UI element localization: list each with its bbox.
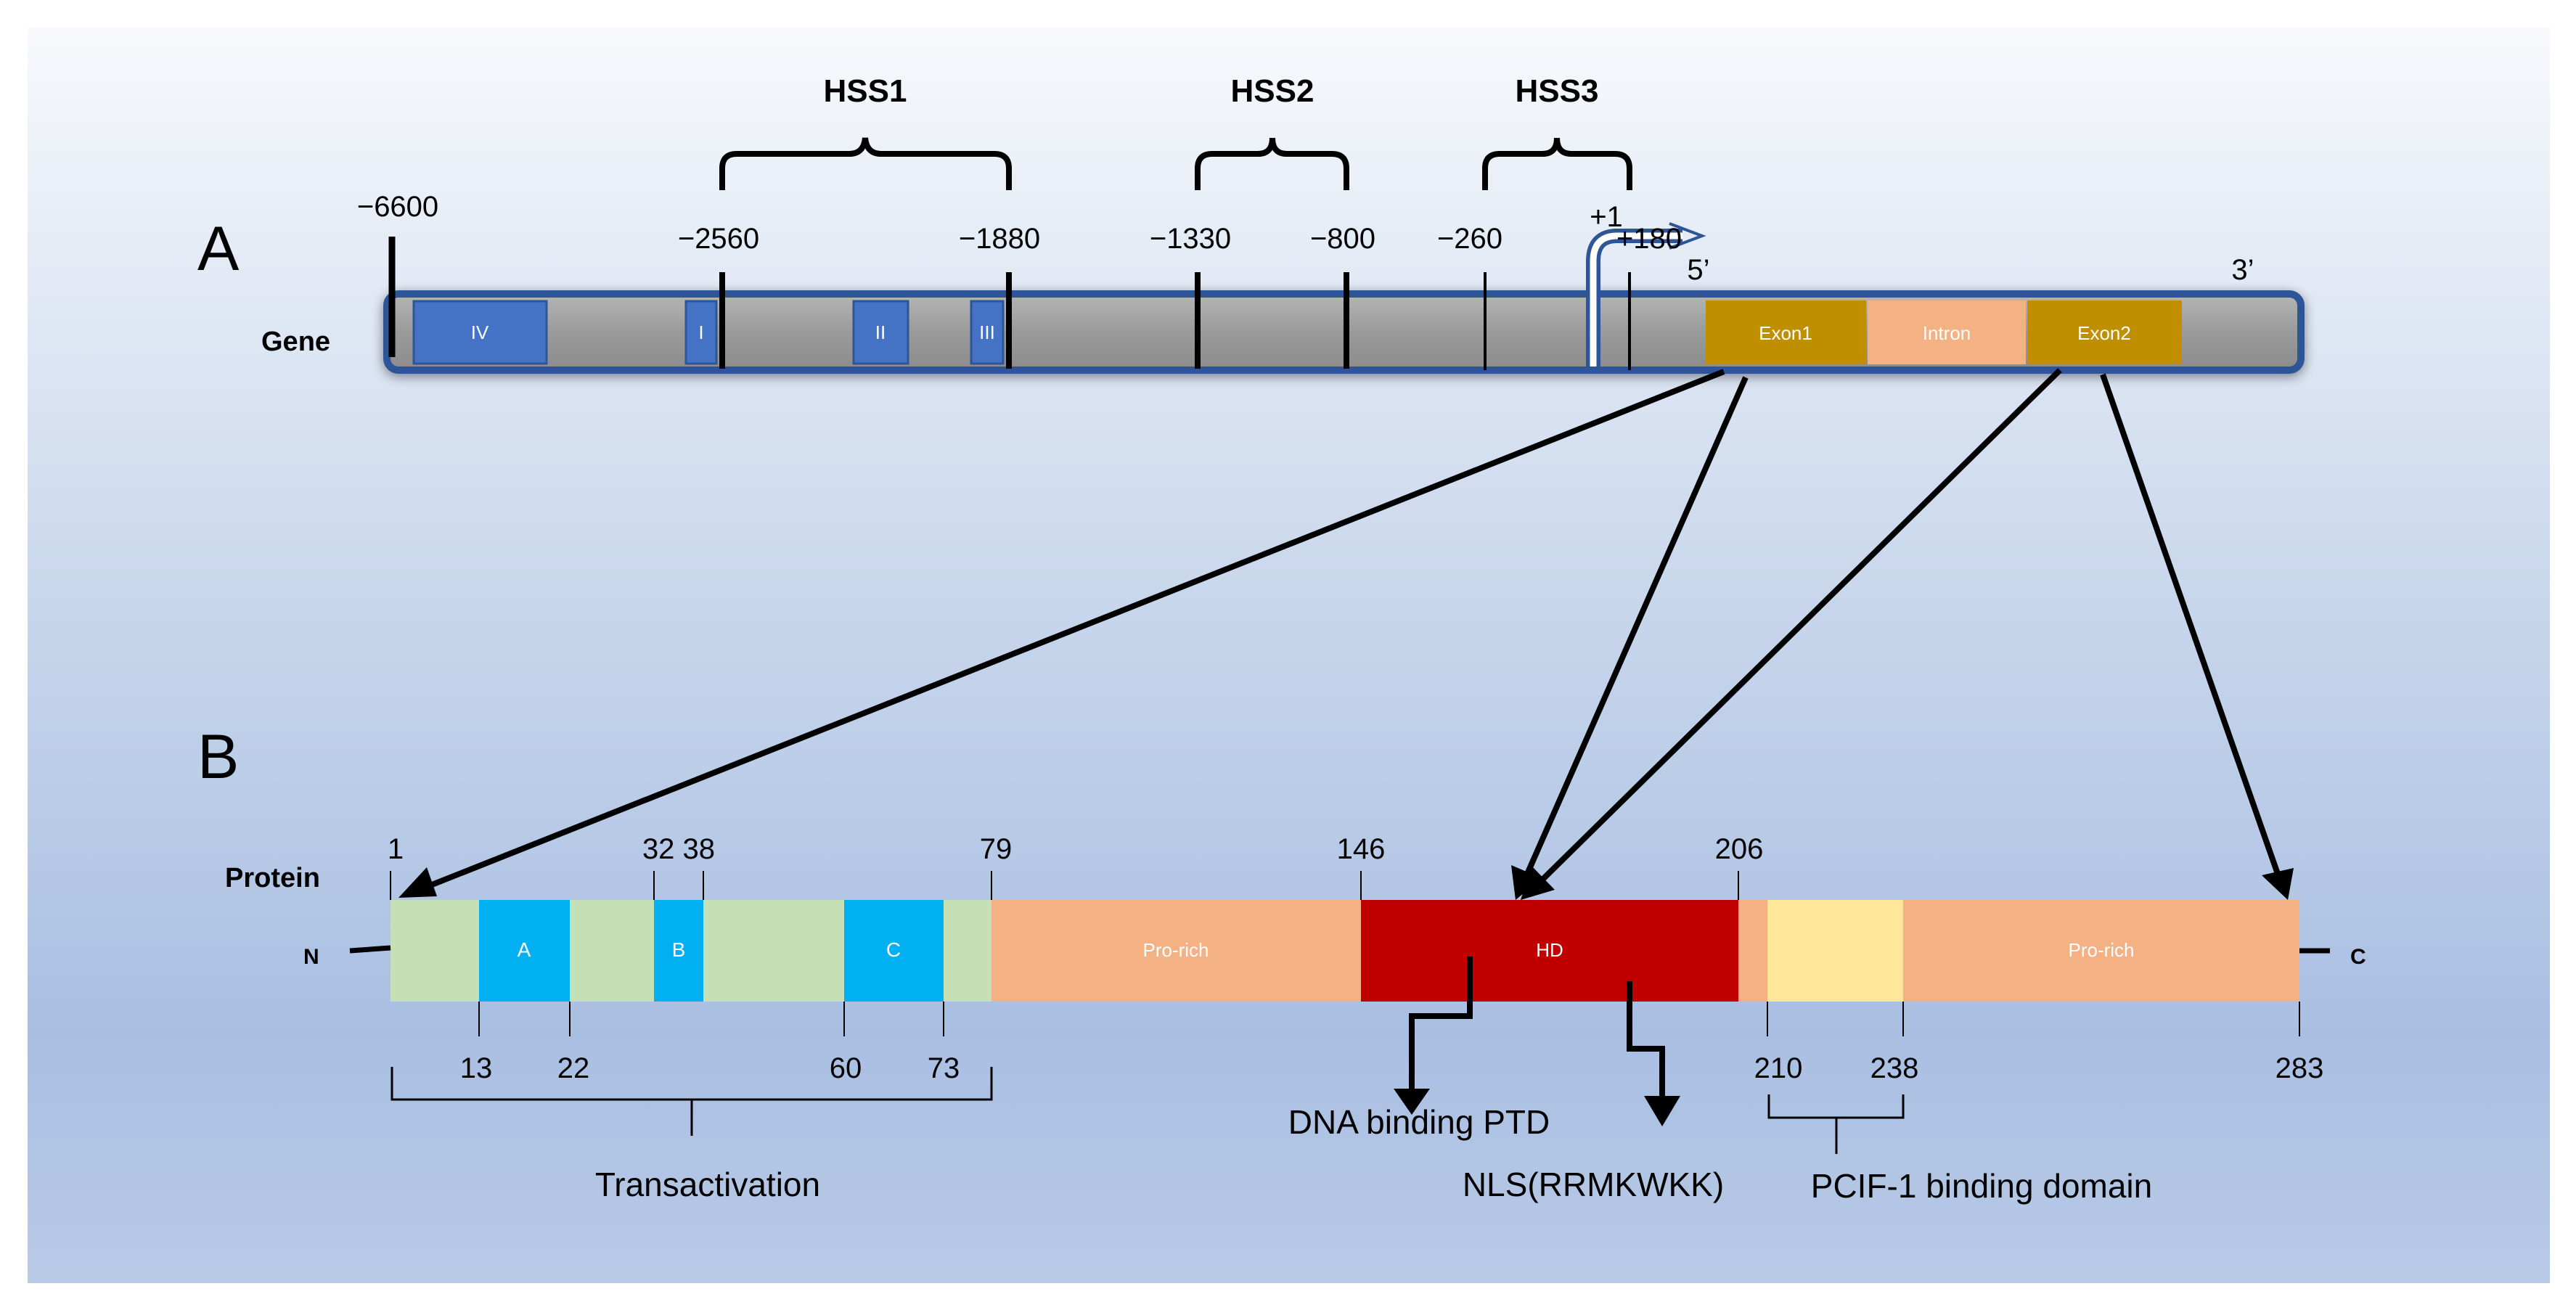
- hss1-label: HSS1: [824, 73, 907, 109]
- protein-pos-210: 210: [1754, 1052, 1803, 1084]
- linker-box: [1738, 900, 1767, 1002]
- gene-row-label: Gene: [261, 327, 330, 357]
- gene-box-ii: [852, 300, 909, 365]
- gene-box-i: [684, 300, 718, 365]
- domain-c-label: C: [886, 938, 901, 961]
- intron-label: Intron: [1923, 322, 1971, 344]
- mapping-arrow-exon2-to-hd: [1540, 368, 2062, 882]
- gene-pos-hss1-start: −2560: [678, 223, 759, 255]
- mapping-arrow-exon2-to-c: [2100, 373, 2281, 875]
- panel-a-letter: A: [197, 214, 240, 284]
- domain-b-label: B: [672, 938, 686, 961]
- protein-pos-283: 283: [2276, 1052, 2324, 1084]
- exon2-label: Exon2: [2077, 322, 2131, 344]
- mapping-arrow-exon1-to-hd: [1525, 376, 1749, 874]
- protein-row-label: Protein: [225, 863, 320, 893]
- pcif-label: PCIF-1 binding domain: [1811, 1167, 2152, 1205]
- c-terminus-label: C: [2350, 945, 2366, 969]
- panel-b-letter: B: [197, 722, 239, 792]
- gene-box-iv: [412, 300, 548, 365]
- gene-pos-upstream: −6600: [357, 191, 438, 223]
- hss1-brace: [719, 137, 1012, 190]
- gene-pos-hss1-end: −1880: [959, 223, 1040, 255]
- domain-b-box: [654, 900, 703, 1002]
- hss2-brace: [1195, 137, 1349, 190]
- exon1-label: Exon1: [1759, 322, 1812, 344]
- hss2-label: HSS2: [1231, 73, 1314, 109]
- hd-box: [1361, 900, 1738, 1002]
- pro-rich-2-label: Pro-rich: [2068, 939, 2134, 961]
- dna-binding-arrow: [1409, 957, 1473, 1090]
- dna-binding-label: DNA binding PTD: [1288, 1103, 1550, 1141]
- pro-rich-1-box: [991, 900, 1361, 1002]
- gene-box-iii-label: III: [979, 322, 995, 343]
- hss3-brace: [1482, 137, 1632, 190]
- pro-rich-1-label: Pro-rich: [1142, 939, 1209, 961]
- protein-pos-73: 73: [928, 1052, 960, 1084]
- protein-pos-146: 146: [1337, 833, 1386, 865]
- gene-box-ii-label: II: [875, 322, 886, 343]
- background-panel: [28, 28, 2550, 1283]
- gene-box-iii: [970, 300, 1005, 365]
- gene-pos-hss3-end: +180: [1616, 223, 1682, 255]
- gene-five-prime: 5’: [1687, 254, 1709, 286]
- n-terminus-line: [349, 945, 391, 954]
- n-terminus-label: N: [303, 945, 319, 969]
- exon1-box: [1706, 300, 1866, 364]
- protein-pos-79: 79: [980, 833, 1013, 865]
- mapping-arrow-exon1-to-n: [420, 369, 1725, 892]
- protein-pos-22: 22: [557, 1052, 590, 1084]
- protein-pos-1: 1: [388, 833, 404, 865]
- intron-box: [1868, 300, 2026, 364]
- exon2-box: [2027, 300, 2182, 364]
- pro-rich-2-box: [1903, 900, 2299, 1002]
- gene-box-iv-label: IV: [471, 322, 489, 343]
- domain-a-label: A: [518, 938, 531, 961]
- protein-pos-13: 13: [460, 1052, 493, 1084]
- protein-pos-32-38: 32 38: [642, 833, 715, 865]
- gene-pos-tss: +1: [1590, 201, 1623, 233]
- hd-label: HD: [1536, 939, 1563, 961]
- gene-pos-hss2-end: −800: [1310, 223, 1375, 255]
- gene-pos-hss2-start: −1330: [1150, 223, 1231, 255]
- transactivation-label: Transactivation: [595, 1166, 820, 1203]
- nls-arrow: [1627, 981, 1665, 1096]
- domain-c-box: [844, 900, 944, 1002]
- gene-box-i-label: I: [698, 322, 703, 343]
- protein-pos-206: 206: [1715, 833, 1764, 865]
- gene-three-prime: 3’: [2231, 254, 2254, 286]
- gene-pos-hss3-start: −260: [1437, 223, 1502, 255]
- nls-label: NLS(RRMKWKK): [1463, 1166, 1724, 1203]
- protein-pos-238: 238: [1870, 1052, 1919, 1084]
- pcif-box: [1767, 900, 1903, 1002]
- protein-pos-60: 60: [830, 1052, 862, 1084]
- hss3-label: HSS3: [1516, 73, 1599, 109]
- domain-a-box: [479, 900, 570, 1002]
